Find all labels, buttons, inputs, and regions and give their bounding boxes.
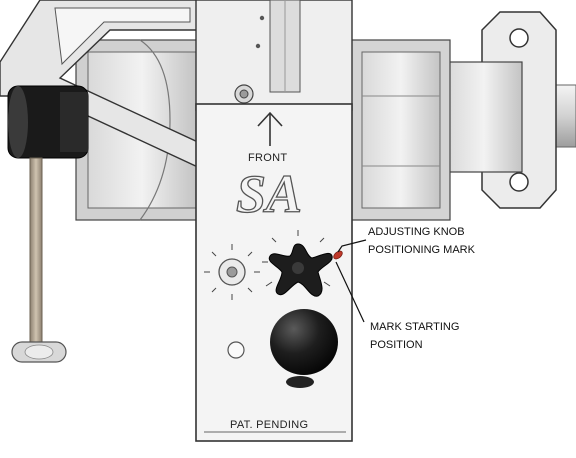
adjusting-knob-leader xyxy=(337,239,367,253)
mark-start-leader xyxy=(335,261,365,323)
knob-tick-marks xyxy=(262,230,331,287)
sa-logo-text: SA xyxy=(236,164,302,224)
right-flange xyxy=(445,11,557,209)
adjusting-knob-callout-line1: ADJUSTING KNOB xyxy=(368,226,465,238)
sa-logo: SA xyxy=(235,163,302,224)
small-hole xyxy=(227,341,245,359)
callout-leaders xyxy=(335,239,367,323)
patent-label: PAT. PENDING xyxy=(230,419,308,431)
indicator-dial xyxy=(204,244,260,300)
front-plate: FRONT SA xyxy=(195,103,353,442)
left-handle xyxy=(7,85,89,159)
center-column xyxy=(195,0,353,111)
front-label: FRONT xyxy=(248,152,287,164)
vertical-pin xyxy=(11,157,67,363)
mark-start-callout-line2: POSITION xyxy=(370,339,423,351)
right-clamp-block xyxy=(349,39,451,221)
position-mark-icon xyxy=(333,250,343,260)
front-arrow-icon xyxy=(257,111,283,146)
adjusting-knob-callout-line2: POSITIONING MARK xyxy=(368,244,476,256)
adjusting-knob xyxy=(268,243,333,297)
ball-knob xyxy=(270,309,338,388)
mark-start-callout-line1: MARK STARTING xyxy=(370,321,459,333)
